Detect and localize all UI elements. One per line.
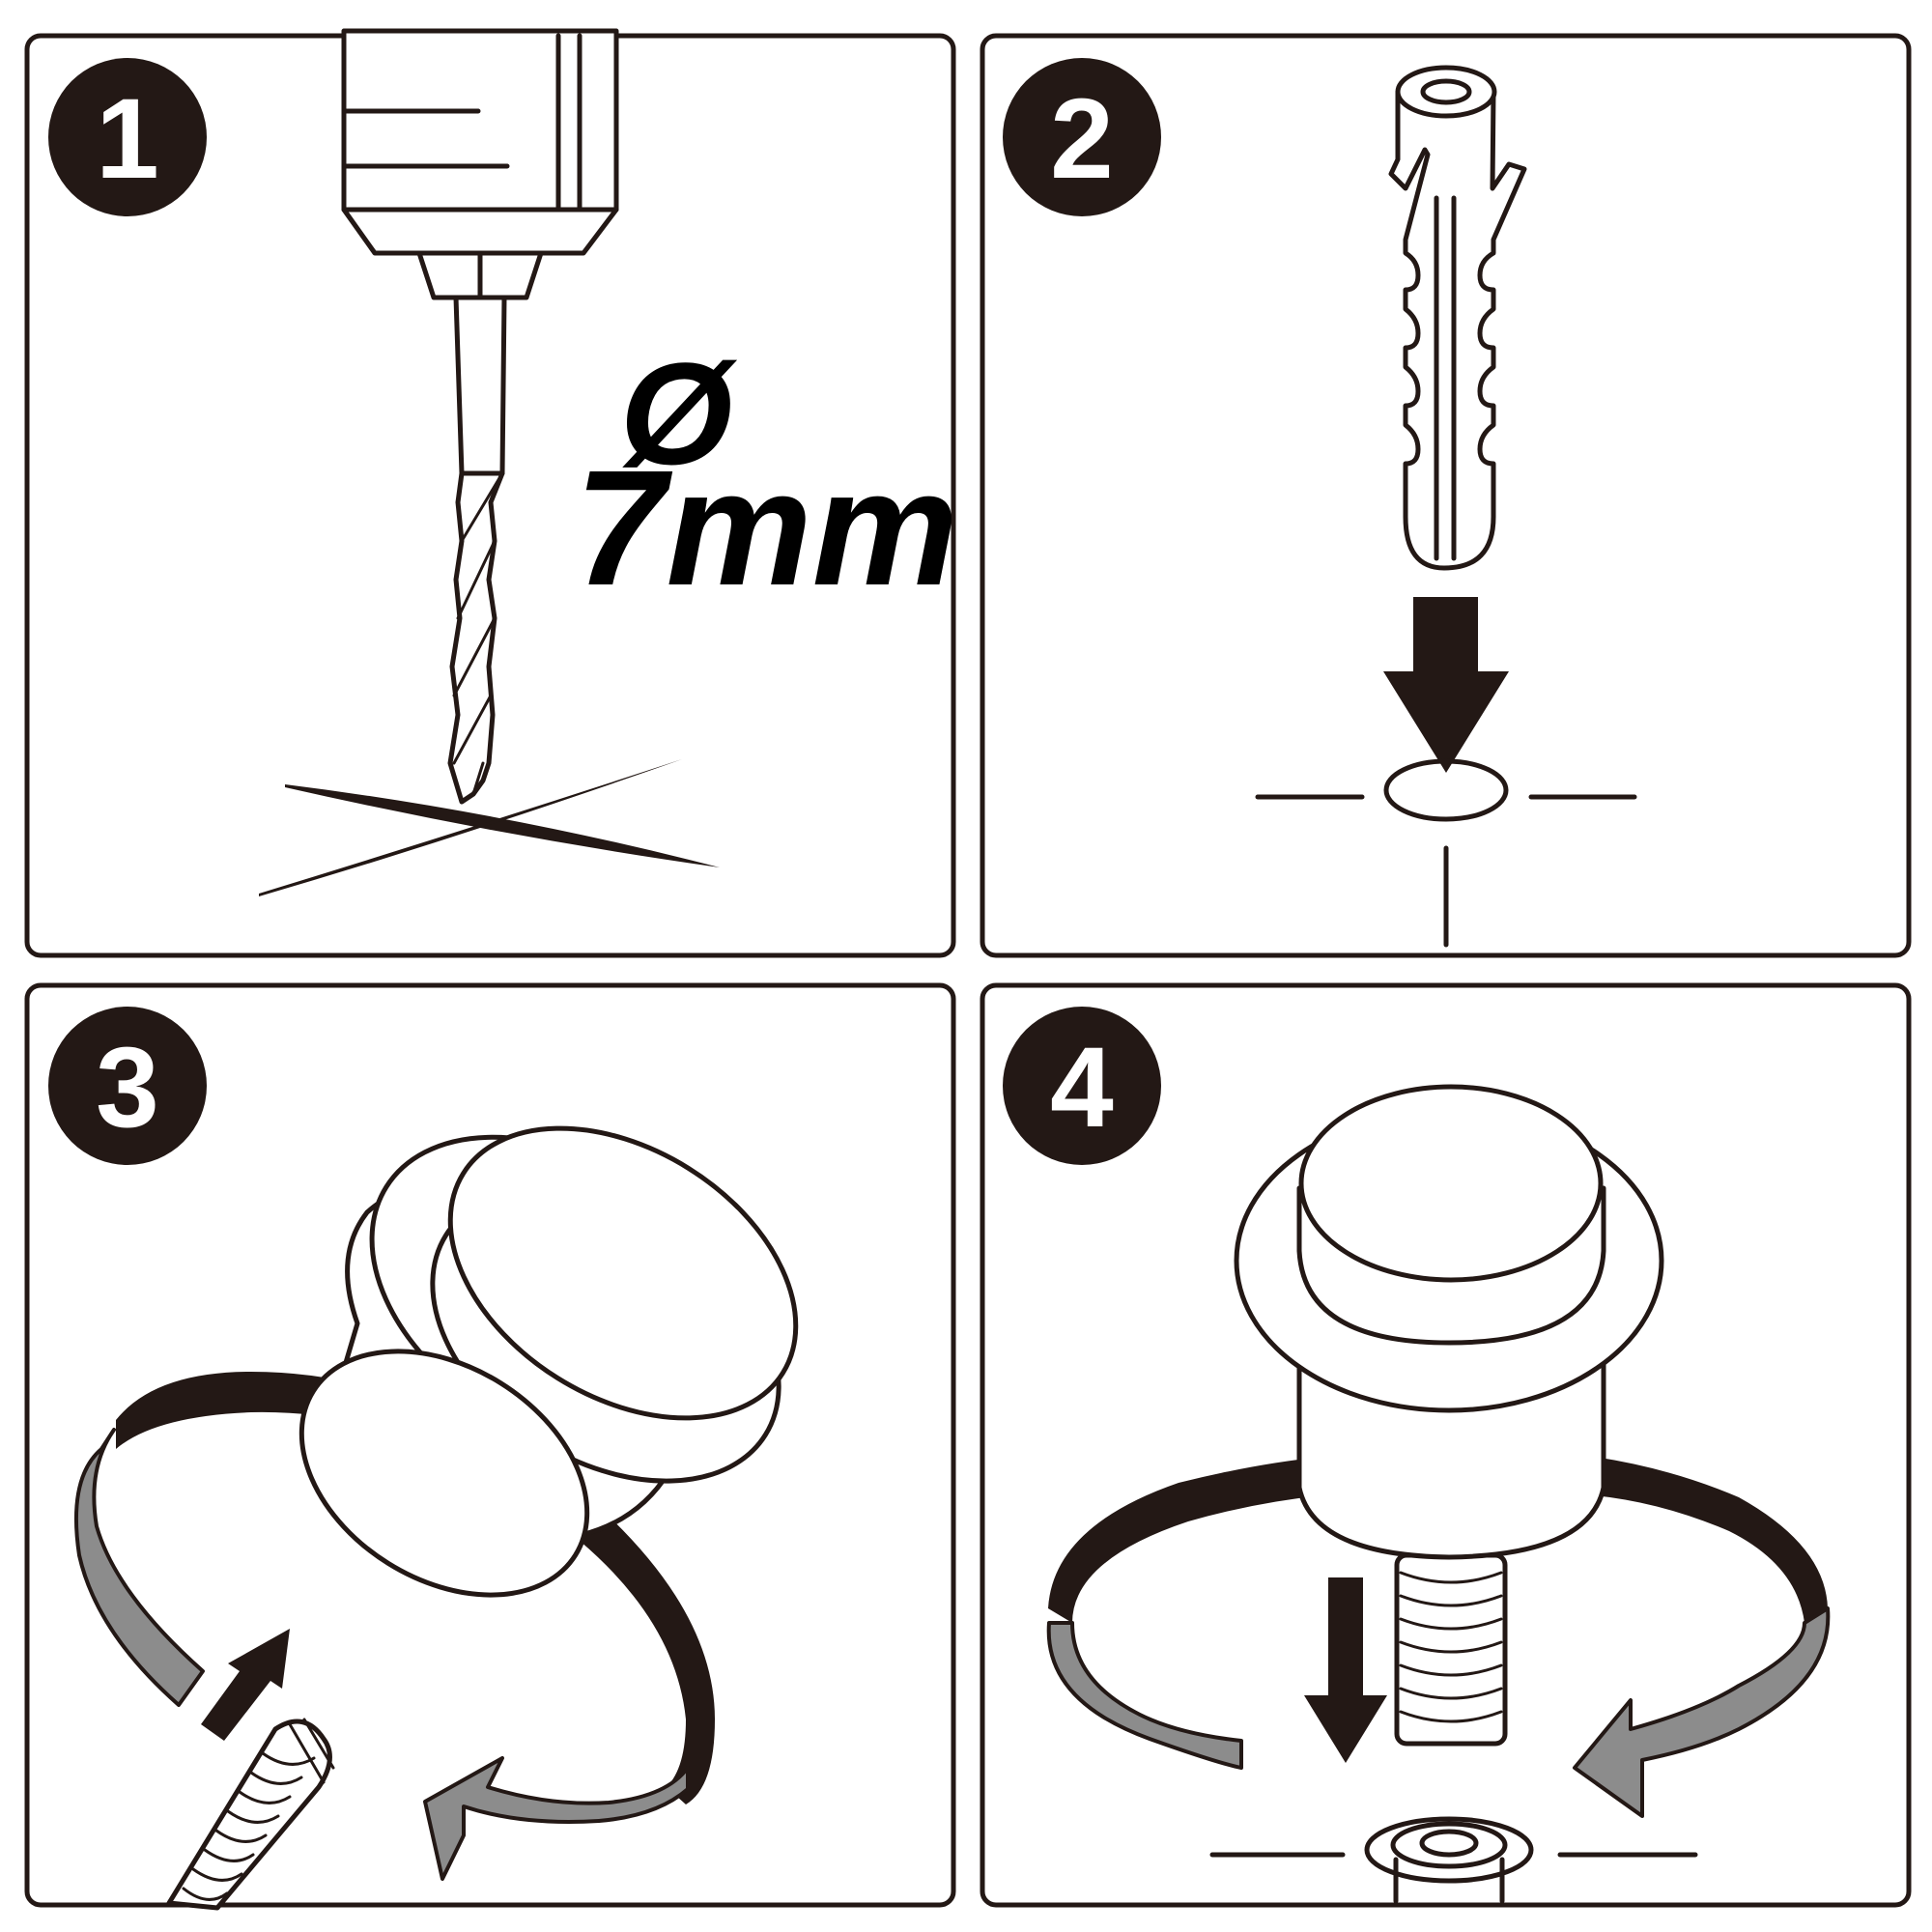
down-arrow-icon	[1304, 1577, 1387, 1763]
badge-circle	[48, 1007, 207, 1165]
rotate-arrow-icon	[1046, 1457, 1831, 1818]
panel-step-4: 4	[980, 982, 1912, 1908]
door-stop-icon	[1234, 1084, 1664, 1560]
rotate-arrow-band-left	[73, 1428, 205, 1707]
drill-size: 7mm	[575, 437, 958, 620]
badge-number: 3	[96, 1024, 159, 1151]
rotate-arrow-head	[423, 1756, 690, 1881]
panel-step-2: 2	[980, 33, 1912, 958]
screw-icon	[1394, 1552, 1508, 1747]
badge-circle	[1003, 1007, 1161, 1165]
wall-plug-top	[1364, 1816, 1534, 1884]
step-badge-2: 2	[1003, 58, 1161, 216]
step-badge-3: 3	[48, 1007, 207, 1165]
drill-body	[341, 28, 619, 213]
insert-arrow-icon	[201, 1629, 290, 1741]
diameter-symbol: Ø	[620, 332, 738, 495]
badge-number: 4	[1050, 1024, 1114, 1151]
drill-surface-mark	[259, 759, 720, 896]
down-arrow-icon	[1383, 597, 1509, 773]
drill-size-label: Ø 7mm	[575, 332, 958, 620]
target-hole-mark	[1255, 758, 1637, 948]
target-hole-mark	[1209, 1816, 1698, 1904]
step-badge-1: 1	[48, 58, 207, 216]
panel-step-1: 1	[24, 28, 958, 958]
door-stop-icon	[298, 1125, 799, 1598]
badge-number: 2	[1050, 75, 1114, 203]
panel-step-3: 3	[24, 982, 956, 1911]
wall-plug-top	[1395, 65, 1497, 119]
rotate-arrow-head	[1573, 1606, 1831, 1818]
drill-icon	[341, 28, 619, 805]
wall-plug-body	[1388, 89, 1527, 571]
screw-icon	[166, 1718, 335, 1911]
badge-circle	[1003, 58, 1161, 216]
door-stop-cap-top	[1298, 1084, 1604, 1283]
badge-number: 1	[96, 75, 159, 203]
rotate-arrow-band-left	[1046, 1621, 1243, 1770]
drill-bit	[447, 470, 505, 805]
badge-circle	[48, 58, 207, 216]
step-badge-4: 4	[1003, 1007, 1161, 1165]
drill-chuck	[341, 207, 619, 256]
door-stop-cap-top	[447, 1125, 799, 1421]
door-stop-neck	[1296, 1359, 1606, 1560]
wall-plug-icon	[1388, 65, 1527, 571]
door-stop-bottom	[298, 1349, 590, 1598]
